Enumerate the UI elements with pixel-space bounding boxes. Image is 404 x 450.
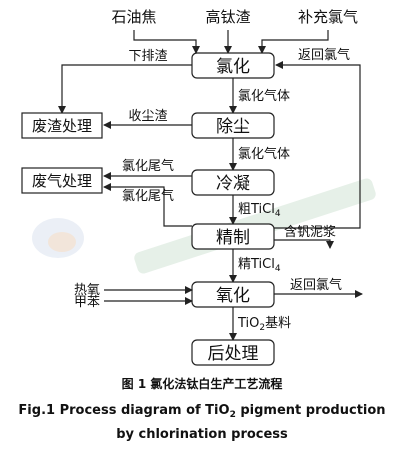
- label-crude-ticl4: 粗TiCl4: [238, 202, 281, 219]
- input-petroleum-coke: 石油焦: [111, 8, 156, 26]
- node-waste-gas: [21, 167, 103, 194]
- arrow-vanadium-sludge: [274, 239, 334, 249]
- label-return-chlorine-oxidation: 返回氯气: [290, 277, 342, 293]
- caption-cn: 图 1 氯化法钛白生产工艺流程: [122, 376, 283, 391]
- label-tail-gas-2: 氯化尾气: [122, 188, 174, 204]
- arrow-refining-tail-gas: [103, 183, 192, 227]
- node-oxidation-label: 氧化: [216, 286, 250, 306]
- caption-en-line2: by chlorination process: [116, 427, 288, 442]
- label-return-chlorine-top: 返回氯气: [298, 47, 350, 63]
- node-chlorination-label: 氯化: [216, 57, 250, 77]
- node-condensation-label: 冷凝: [216, 174, 250, 194]
- watermark-mark: [48, 232, 76, 252]
- node-waste-residue-label: 废渣处理: [32, 117, 92, 135]
- arrow-coke-to-chlorination: [133, 30, 200, 54]
- caption-en-line1: Fig.1 Process diagram of TiO2 pigment pr…: [18, 403, 385, 420]
- arrow-slag-to-waste: [58, 64, 192, 114]
- label-vanadium-sludge: 含钒泥浆: [284, 224, 336, 240]
- node-refining-label: 精制: [216, 228, 250, 248]
- label-toluene: 甲苯: [74, 295, 100, 310]
- label-tail-gas-1: 氯化尾气: [122, 158, 174, 174]
- label-chlorinated-gas-1: 氯化气体: [238, 88, 290, 104]
- node-waste-residue: [21, 112, 103, 139]
- arrow-return-chlorine-loop: [274, 61, 361, 229]
- label-hot-oxygen: 热氧: [74, 283, 100, 298]
- label-lower-slag: 下排渣: [128, 49, 167, 64]
- node-waste-gas-label: 废气处理: [32, 172, 92, 190]
- node-post-treatment: [191, 339, 275, 366]
- label-tio2-base: TiO2基料: [237, 316, 291, 333]
- label-chlorinated-gas-2: 氯化气体: [238, 146, 290, 162]
- label-refined-ticl4: 精TiCl4: [238, 257, 281, 274]
- node-post-treatment-label: 后处理: [208, 344, 259, 364]
- arrow-chlorine-to-chlorination: [258, 30, 329, 54]
- input-high-ti-slag: 高钛渣: [205, 8, 250, 26]
- label-collected-dust: 收尘渣: [128, 109, 167, 124]
- node-dust-removal-label: 除尘: [216, 117, 250, 137]
- input-makeup-chlorine: 补充氯气: [298, 8, 358, 26]
